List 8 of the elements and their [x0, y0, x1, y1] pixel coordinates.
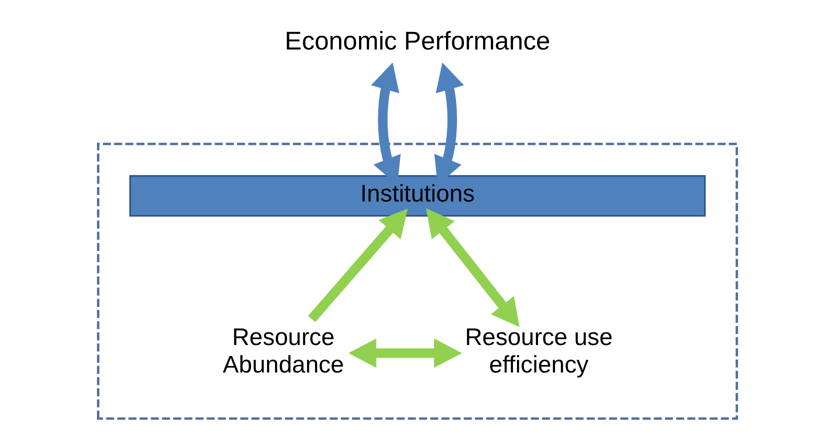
arrow [348, 338, 462, 368]
arrow [426, 208, 520, 328]
arrow [308, 208, 408, 322]
node-box: Institutions [128, 175, 706, 217]
node-text: Economic Performance [284, 27, 550, 56]
cluster [96, 142, 738, 420]
node-text: Resource Abundance [222, 324, 344, 378]
node-text: Resource use efficiency [464, 324, 612, 378]
